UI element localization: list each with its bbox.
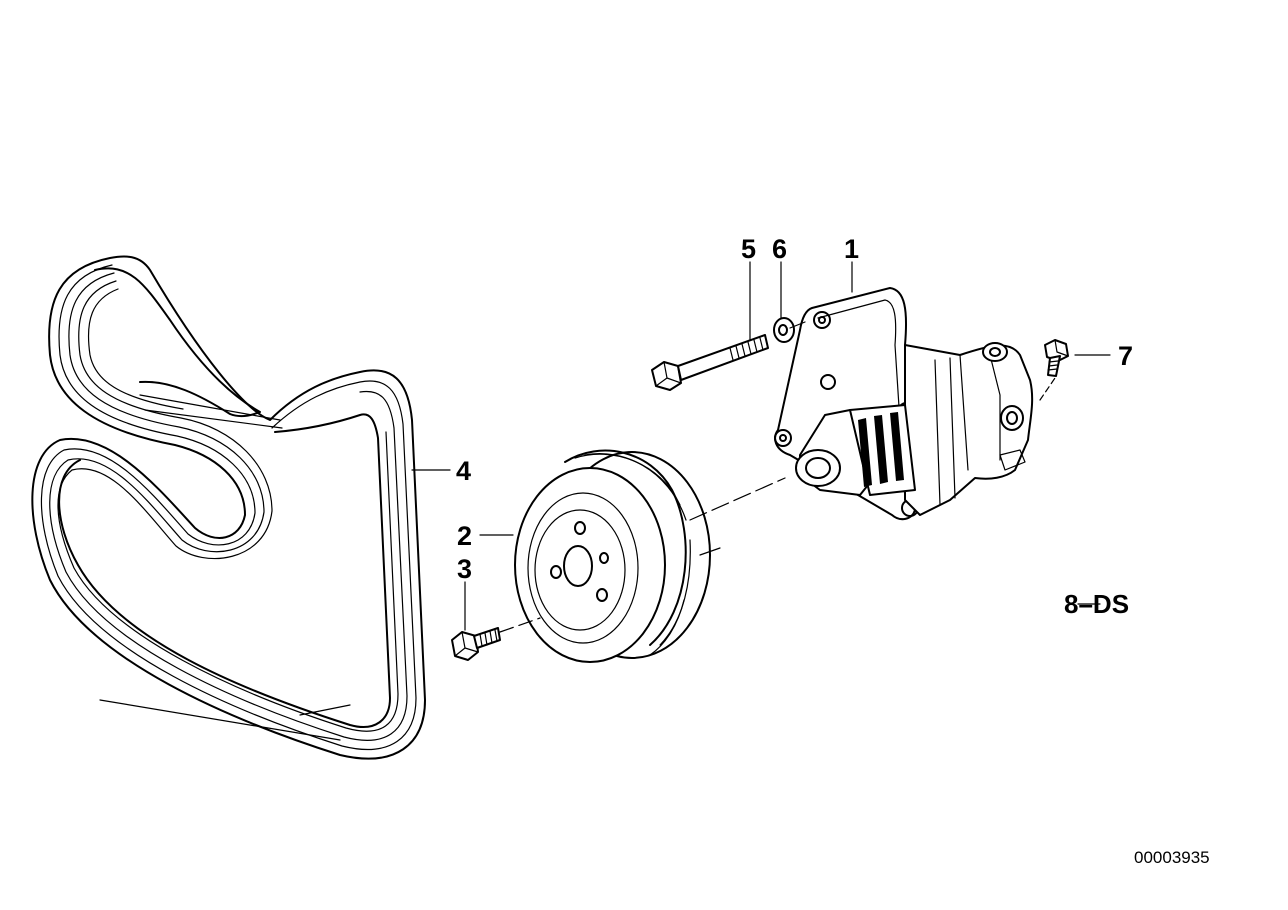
variant-code: 8–DS — [1064, 589, 1129, 619]
hex-bolt-icon[interactable] — [451, 627, 501, 661]
power-steering-pump-icon[interactable] — [774, 287, 1034, 521]
washer-icon[interactable] — [773, 317, 795, 343]
belt-pulley-icon[interactable] — [514, 449, 711, 663]
leader-lines — [411, 261, 1111, 633]
callout-1: 1 — [844, 234, 859, 264]
document-number: 00003935 — [1134, 848, 1210, 867]
callout-7: 7 — [1118, 341, 1133, 371]
callout-4: 4 — [456, 456, 471, 486]
callout-5: 5 — [741, 234, 756, 264]
callout-2: 2 — [457, 521, 472, 551]
callout-3: 3 — [457, 554, 472, 584]
hex-bolt-icon[interactable] — [1044, 339, 1069, 377]
long-hex-bolt-icon[interactable] — [651, 334, 769, 391]
callout-6: 6 — [772, 234, 787, 264]
ribbed-v-belt-icon[interactable] — [31, 255, 426, 760]
